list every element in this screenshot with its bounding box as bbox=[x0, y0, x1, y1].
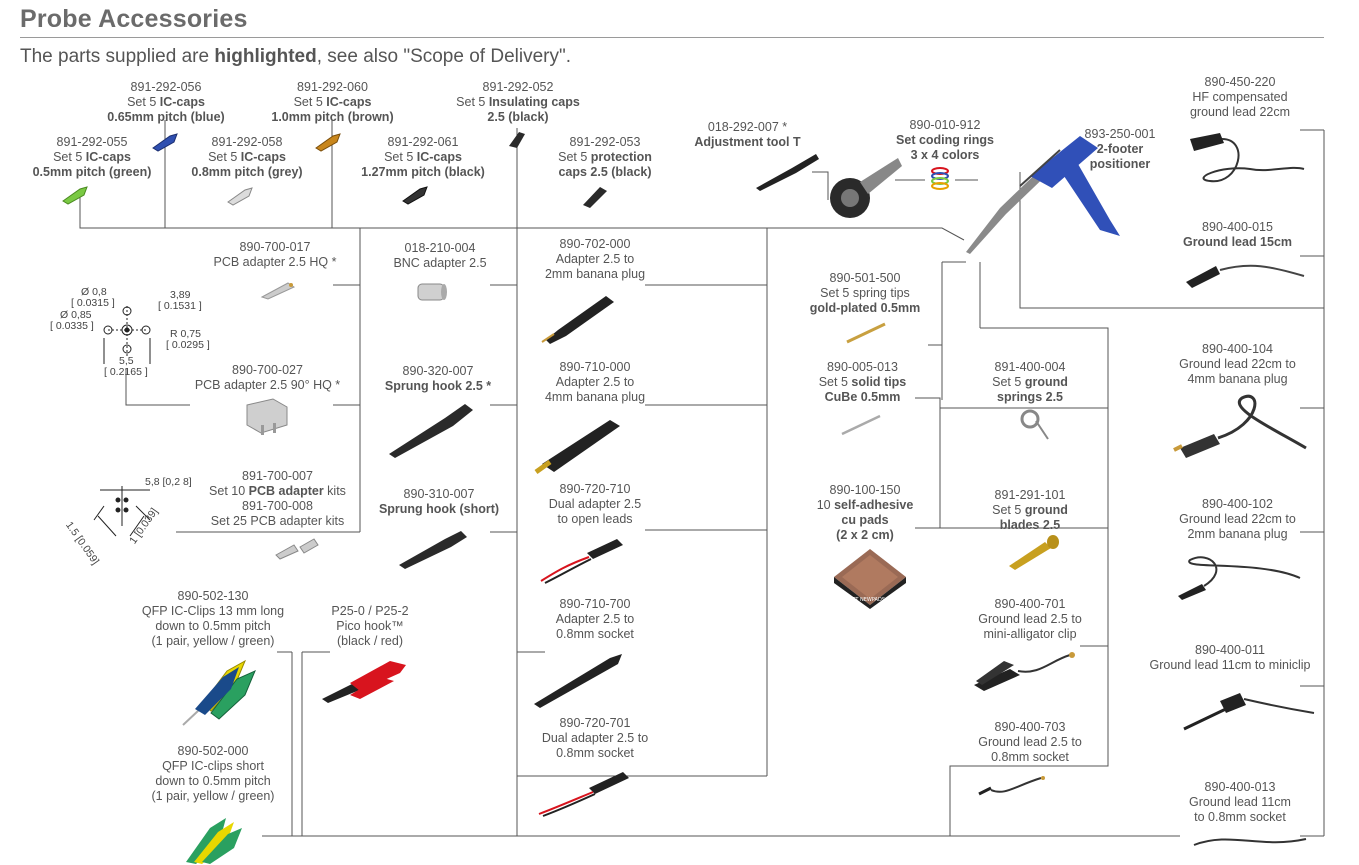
label-891-292-055: 891-292-055 Set 5 IC-caps 0.5mm pitch (g… bbox=[32, 135, 152, 179]
ground-lead-4mm-banana-image bbox=[1173, 394, 1307, 458]
label-890-700-027: 890-700-027 PCB adapter 2.5 90° HQ * bbox=[194, 363, 341, 392]
pcb-adapter-90-image bbox=[246, 398, 288, 435]
adapter-08mm-socket-image bbox=[534, 654, 622, 708]
insulating-cap-image bbox=[509, 132, 525, 148]
label-890-100-150: 890-100-150 10 self-adhesive cu pads (2 … bbox=[816, 483, 914, 542]
ic-cap-grey-image bbox=[227, 187, 253, 206]
ground-blade-image bbox=[1009, 535, 1059, 570]
label-890-400-701: 890-400-701 Ground lead 2.5 to mini-alli… bbox=[978, 597, 1082, 641]
label-891-292-060: 891-292-060 Set 5 IC-caps 1.0mm pitch (b… bbox=[271, 80, 394, 124]
label-890-005-013: 890-005-013 Set 5 solid tips CuBe 0.5mm bbox=[818, 360, 907, 404]
ground-lead-15cm-image bbox=[1186, 264, 1305, 288]
ic-cap-brown-image bbox=[315, 133, 341, 152]
solid-tip-image bbox=[841, 414, 881, 436]
ic-cap-green-image bbox=[62, 186, 88, 205]
label-018-292-007: 018-292-007 * Adjustment tool T bbox=[694, 120, 801, 149]
dim-radius: R 0,75 bbox=[170, 328, 201, 340]
sprung-hook-short-image bbox=[399, 531, 467, 569]
ground-lead-miniclip-image bbox=[1183, 693, 1315, 731]
label-890-720-710: 890-720-710 Dual adapter 2.5 to open lea… bbox=[548, 482, 642, 526]
ground-lead-08mm-socket-image bbox=[978, 776, 1045, 796]
page-subtitle: The parts supplied are highlighted, see … bbox=[20, 46, 571, 67]
pcb-adapter-hq-image bbox=[260, 282, 296, 300]
hf-ground-lead-image bbox=[1190, 133, 1305, 183]
label-890-710-700: 890-710-700 Adapter 2.5 to 0.8mm socket bbox=[555, 597, 635, 641]
adjustment-tool-image bbox=[756, 154, 819, 191]
cu-pads-image: DRMFT NEWPADS TEST bbox=[834, 549, 906, 609]
ground-lead-11cm-socket-image bbox=[1193, 838, 1307, 846]
label-891-292-058: 891-292-058 Set 5 IC-caps 0.8mm pitch (g… bbox=[191, 135, 303, 179]
ground-lead-2mm-banana-image bbox=[1178, 556, 1301, 600]
label-890-400-104: 890-400-104 Ground lead 22cm to 4mm bana… bbox=[1179, 342, 1296, 386]
pico-hook-image bbox=[322, 661, 406, 703]
ic-cap-blue-image bbox=[152, 133, 178, 152]
ic-cap-black-image bbox=[402, 186, 428, 205]
dim-diameter-085: Ø 0,85 bbox=[60, 309, 92, 321]
label-891-292-053: 891-292-053 Set 5 protection caps 2.5 (b… bbox=[558, 135, 652, 179]
title-rule bbox=[20, 37, 1324, 38]
dim-55: 5,5 bbox=[119, 355, 134, 367]
label-890-400-013: 890-400-013 Ground lead 11cm to 0.8mm so… bbox=[1189, 780, 1291, 824]
qfp-clip-short-image bbox=[186, 818, 242, 864]
label-018-210-004: 018-210-004 BNC adapter 2.5 bbox=[393, 241, 487, 270]
positioner-probe-image bbox=[966, 136, 1120, 254]
label-890-450-220: 890-450-220 HF compensated ground lead 2… bbox=[1189, 75, 1291, 119]
label-890-710-000: 890-710-000 Adapter 2.5 to 4mm banana pl… bbox=[544, 360, 646, 404]
coding-rings-image bbox=[931, 167, 949, 190]
dim-diameter-085-inch: [ 0.0335 ] bbox=[50, 320, 94, 332]
dim-389: 3,89 bbox=[170, 289, 191, 301]
bnc-adapter-25-image bbox=[417, 283, 447, 301]
label-890-502-130: 890-502-130 QFP IC-Clips 13 mm long down… bbox=[141, 589, 285, 648]
pcb-adapter-kit-image bbox=[275, 538, 319, 560]
label-890-501-500: 890-501-500 Set 5 spring tips gold-plate… bbox=[809, 271, 921, 315]
dim-58: 5,8 [0,2 8] bbox=[145, 476, 192, 488]
qfp-clip-long-image bbox=[182, 659, 256, 726]
label-891-700-007: 891-700-007 Set 10 PCB adapter kits 891-… bbox=[209, 469, 346, 528]
label-890-310-007: 890-310-007 Sprung hook (short) bbox=[378, 487, 500, 516]
label-890-720-701: 890-720-701 Dual adapter 2.5 to 0.8mm so… bbox=[541, 716, 649, 760]
dim-diameter-08: Ø 0,8 bbox=[81, 286, 107, 298]
pcb-adapter-footprint-drawing bbox=[103, 306, 151, 364]
pcb-kit-footprint-drawing bbox=[93, 486, 151, 537]
label-891-292-056: 891-292-056 Set 5 IC-caps 0.65mm pitch (… bbox=[107, 80, 225, 124]
adapter-2mm-banana-image bbox=[541, 296, 614, 344]
ground-spring-image bbox=[1020, 409, 1049, 440]
label-890-400-703: 890-400-703 Ground lead 2.5 to 0.8mm soc… bbox=[978, 720, 1082, 764]
label-890-700-017: 890-700-017 PCB adapter 2.5 HQ * bbox=[213, 240, 337, 269]
label-893-250-001: 893-250-001 2-footer positioner bbox=[1084, 127, 1156, 171]
label-890-400-011: 890-400-011 Ground lead 11cm to miniclip bbox=[1149, 643, 1311, 672]
label-890-320-007: 890-320-007 Sprung hook 2.5 * bbox=[384, 364, 492, 393]
label-890-400-102: 890-400-102 Ground lead 22cm to 2mm bana… bbox=[1179, 497, 1296, 541]
adapter-4mm-banana-image bbox=[534, 420, 620, 475]
label-890-010-912: 890-010-912 Set coding rings 3 x 4 color… bbox=[896, 118, 994, 162]
label-891-292-061: 891-292-061 Set 5 IC-caps 1.27mm pitch (… bbox=[361, 135, 485, 179]
bnc-adapter-image bbox=[830, 158, 902, 218]
protection-cap-image bbox=[583, 187, 607, 208]
label-890-400-015: 890-400-015 Ground lead 15cm bbox=[1182, 220, 1293, 249]
dim-diameter-08-inch: [ 0.0315 ] bbox=[71, 297, 115, 309]
label-891-291-101: 891-291-101 Set 5 ground blades 2.5 bbox=[992, 488, 1068, 532]
label-891-292-052: 891-292-052 Set 5 Insulating caps 2.5 (b… bbox=[456, 80, 580, 124]
page-title: Probe Accessories bbox=[20, 5, 248, 33]
dual-adapter-08mm-image bbox=[538, 772, 629, 817]
label-p25: P25-0 / P25-2 Pico hook™ (black / red) bbox=[331, 604, 409, 648]
dim-radius-inch: [ 0.0295 ] bbox=[166, 339, 210, 351]
label-890-502-000: 890-502-000 QFP IC-clips short down to 0… bbox=[151, 744, 275, 803]
spring-tip-image bbox=[846, 322, 886, 344]
dual-adapter-open-leads-image bbox=[540, 539, 623, 584]
dim-55-inch: [ 0.2165 ] bbox=[104, 366, 148, 378]
sprung-hook-25-image bbox=[389, 404, 473, 458]
cu-pad-label: DRMFT NEWPADS TEST bbox=[841, 597, 900, 603]
label-890-702-000: 890-702-000 Adapter 2.5 to 2mm banana pl… bbox=[544, 237, 646, 281]
label-891-400-004: 891-400-004 Set 5 ground springs 2.5 bbox=[992, 360, 1068, 404]
dim-389-inch: [ 0.1531 ] bbox=[158, 300, 202, 312]
mini-alligator-lead-image bbox=[974, 652, 1075, 691]
